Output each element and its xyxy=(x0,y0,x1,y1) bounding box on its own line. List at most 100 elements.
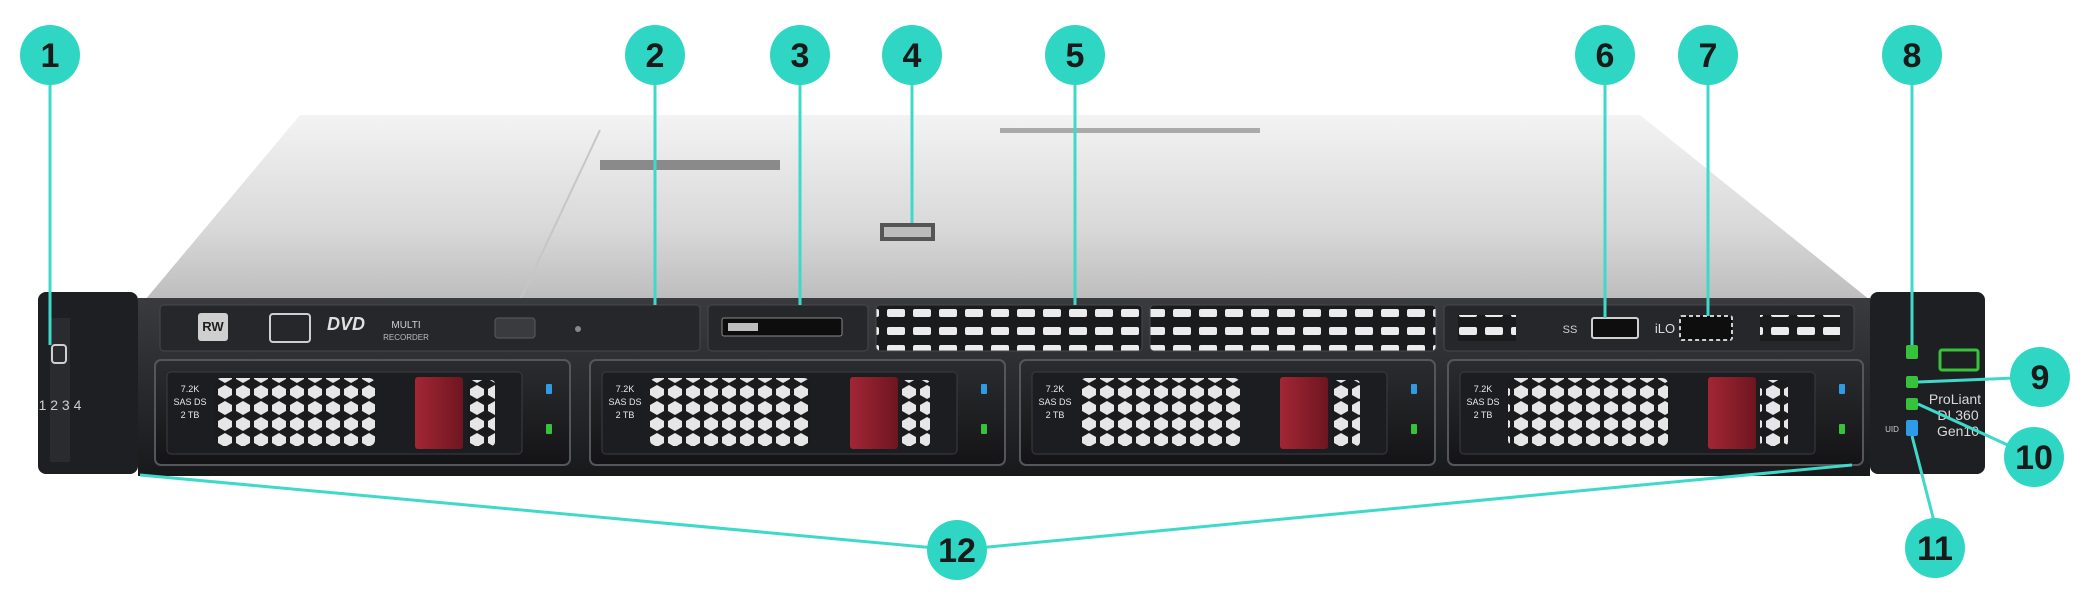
drive-handle-vent xyxy=(1332,380,1360,446)
callout-circle xyxy=(625,25,685,85)
callout-1: 1 xyxy=(20,25,80,85)
callout-4: 4 xyxy=(882,25,942,85)
drive-release-lever[interactable] xyxy=(850,377,898,449)
drive-label: 2 TB xyxy=(181,410,200,420)
front-vent-left xyxy=(875,304,1143,352)
drive-bay-4[interactable]: 7.2K SAS DS 2 TB xyxy=(1447,359,1864,466)
health-led xyxy=(1906,376,1918,388)
brand-line3: Gen10 xyxy=(1937,423,1979,439)
callout-circle xyxy=(927,520,987,580)
drive-label: 2 TB xyxy=(1046,410,1065,420)
callout-circle xyxy=(1905,518,1965,578)
drive-label: SAS DS xyxy=(608,397,641,407)
drive-locate-led xyxy=(1411,384,1417,394)
rw-badge-text: RW xyxy=(202,319,224,334)
optical-eject-button[interactable] xyxy=(494,317,536,339)
drive-label: SAS DS xyxy=(1466,397,1499,407)
hpe-logo xyxy=(1938,348,1980,372)
callout-5: 5 xyxy=(1045,25,1105,85)
drive-handle-vent xyxy=(467,380,495,446)
drive-activity-led xyxy=(1839,424,1845,434)
callout-circle xyxy=(2010,347,2070,407)
top-cover-latch-inner xyxy=(884,227,931,237)
callout-circle xyxy=(1045,25,1105,85)
bay-numbers: 1 2 3 4 xyxy=(39,397,82,413)
left-ear-handle xyxy=(50,318,70,462)
callout-number: 10 xyxy=(2015,439,2053,477)
drive-label: 7.2K xyxy=(1474,384,1493,394)
usb-port-label: SS xyxy=(1563,324,1578,336)
drive-release-lever[interactable] xyxy=(1708,377,1756,449)
drive-vent xyxy=(215,378,375,446)
callout-8: 8 xyxy=(1882,25,1942,85)
callout-10: 10 xyxy=(2004,427,2064,487)
power-button[interactable] xyxy=(1906,345,1918,359)
drive-handle-vent xyxy=(1760,380,1788,446)
callout-number: 5 xyxy=(1066,37,1085,75)
disc-logo xyxy=(269,313,311,343)
drive-label: 2 TB xyxy=(1474,410,1493,420)
uid-button[interactable] xyxy=(1906,420,1918,436)
rw-badge xyxy=(198,313,228,341)
callout-circle xyxy=(2004,427,2064,487)
callout-circle xyxy=(882,25,942,85)
callout-2: 2 xyxy=(625,25,685,85)
ilo-port-label: iLO xyxy=(1655,321,1675,336)
callout-number: 6 xyxy=(1596,37,1615,75)
callout-circle xyxy=(1575,25,1635,85)
drive-vent xyxy=(650,378,810,446)
usb-port[interactable] xyxy=(1591,317,1639,339)
media-bay-usb-ilo xyxy=(1443,304,1855,352)
top-seam xyxy=(519,129,601,301)
drive-locate-led xyxy=(546,384,552,394)
callout-circle xyxy=(1882,25,1942,85)
callout-circle xyxy=(770,25,830,85)
callout-number: 11 xyxy=(1917,530,1953,568)
brand-line1: ProLiant xyxy=(1929,391,1981,407)
drive-activity-led xyxy=(1411,424,1417,434)
optical-emergency-eject xyxy=(575,326,581,332)
callout-7: 7 xyxy=(1678,25,1738,85)
drive-handle-vent xyxy=(902,380,930,446)
drive-bays: 7.2K SAS DS 2 TB 7.2K SAS DS 2 TB 7.2K SAS DS 2 … xyxy=(154,359,1864,466)
drive-label: 7.2K xyxy=(616,384,635,394)
media-bay-optical xyxy=(159,304,701,352)
drive-activity-led xyxy=(981,424,987,434)
callout-6: 6 xyxy=(1575,25,1635,85)
drive-label: 7.2K xyxy=(181,384,200,394)
callout-12: 12 xyxy=(927,520,987,580)
callout-number: 3 xyxy=(791,37,810,75)
dvd-multi-text: MULTI xyxy=(391,320,420,331)
nic-status-led xyxy=(1906,398,1918,410)
callout-9: 9 xyxy=(2010,347,2070,407)
front-vent-right xyxy=(1149,304,1437,352)
callout-number: 8 xyxy=(1903,37,1922,75)
drive-release-lever[interactable] xyxy=(1280,377,1328,449)
drive-bay-indicator: 1 2 3 4 xyxy=(39,344,82,413)
uid-label: UID xyxy=(1885,425,1899,434)
callout-11: 11 xyxy=(1905,518,1965,578)
drive-label: SAS DS xyxy=(1038,397,1071,407)
drive-bay-1[interactable]: 7.2K SAS DS 2 TB xyxy=(154,359,571,466)
callout-number: 7 xyxy=(1699,37,1718,75)
callout-number: 2 xyxy=(646,37,665,75)
callout-3: 3 xyxy=(770,25,830,85)
drive-locate-led xyxy=(981,384,987,394)
ilo-usb-port[interactable] xyxy=(1679,315,1733,341)
drive-vent xyxy=(1080,378,1240,446)
drive-label: SAS DS xyxy=(173,397,206,407)
callout-number: 12 xyxy=(938,532,976,570)
callout-number: 1 xyxy=(41,37,60,75)
callout-number: 9 xyxy=(2031,359,2050,397)
drive-vent xyxy=(1508,378,1668,446)
top-vent-marks xyxy=(600,160,780,170)
top-label-strip xyxy=(1000,128,1260,133)
chassis-top xyxy=(145,115,1870,300)
drive-activity-led xyxy=(546,424,552,434)
drive-locate-led xyxy=(1839,384,1845,394)
drive-release-lever[interactable] xyxy=(415,377,463,449)
